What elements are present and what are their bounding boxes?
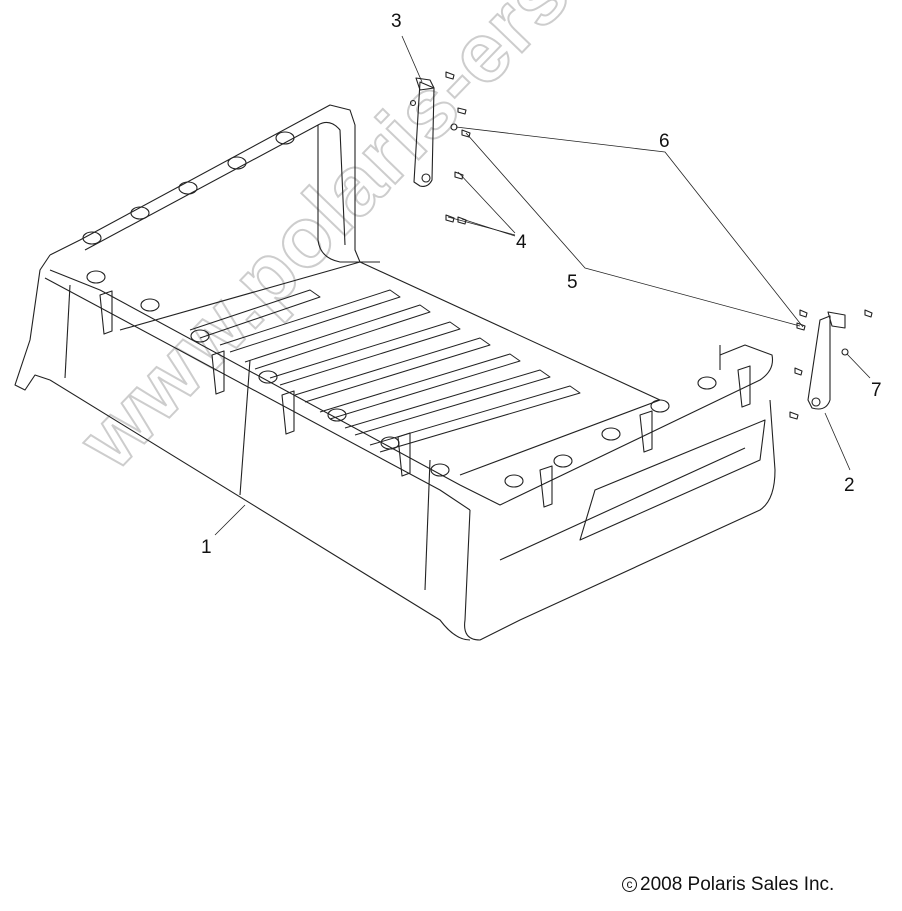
callout-1: 1 <box>201 537 212 558</box>
callout-2: 2 <box>844 475 855 496</box>
rim-latches <box>99 290 751 508</box>
cargo-box <box>14 104 776 641</box>
callout-5: 5 <box>567 272 578 293</box>
rim-holes <box>82 131 717 488</box>
callout-4: 4 <box>516 232 527 253</box>
fasteners <box>445 71 873 420</box>
callout-6: 6 <box>659 131 670 152</box>
copyright-text: 2008 Polaris Sales Inc. <box>640 874 835 895</box>
bracket-left <box>409 77 435 187</box>
bracket-right <box>807 311 849 410</box>
leader-lines <box>214 35 871 536</box>
copyright-symbol: c <box>622 877 637 892</box>
callout-3: 3 <box>391 11 402 32</box>
callout-7: 7 <box>871 380 882 401</box>
